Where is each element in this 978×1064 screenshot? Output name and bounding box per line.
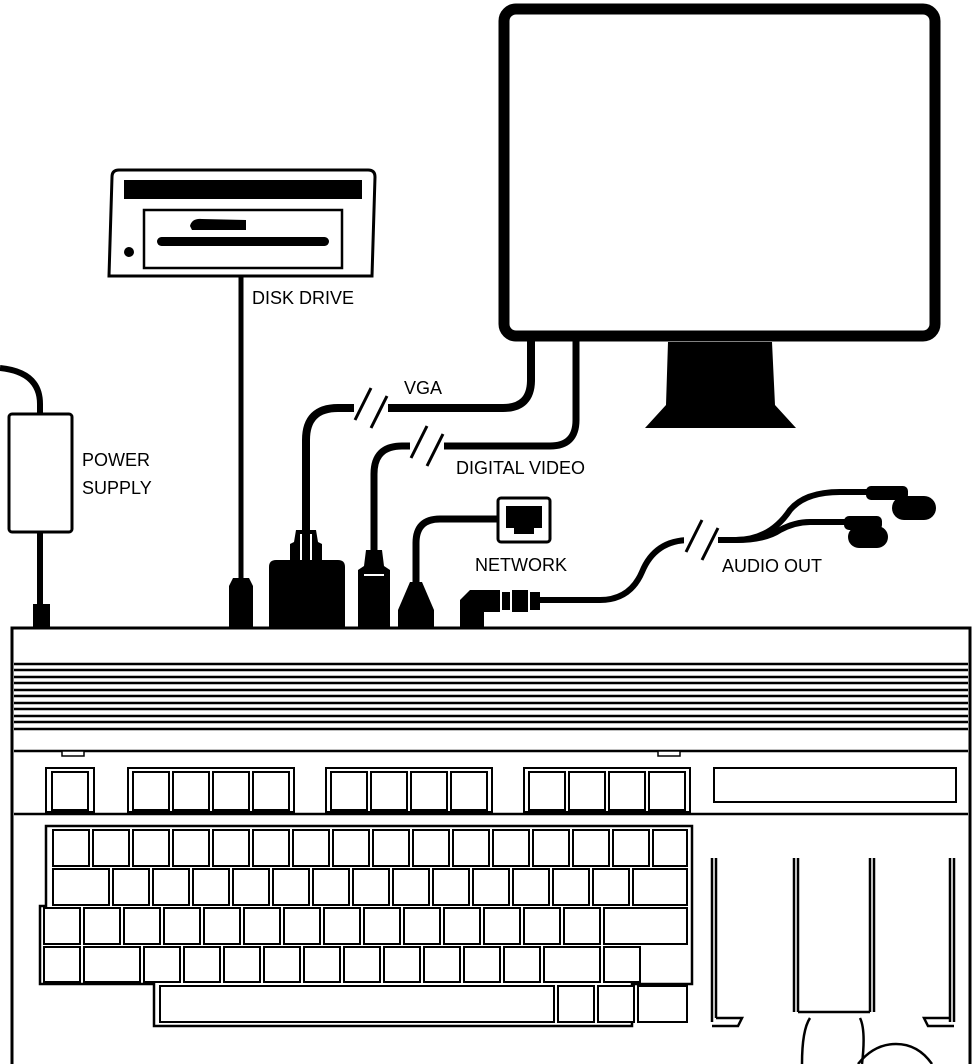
disk-drive-plug — [229, 578, 253, 628]
audio-out-label: AUDIO OUT — [722, 556, 822, 576]
function-key-group — [128, 768, 294, 812]
card-slot — [714, 768, 956, 802]
network-label: NETWORK — [475, 555, 567, 575]
digital-video-label: DIGITAL VIDEO — [456, 458, 585, 478]
earbud-icon — [844, 516, 888, 548]
vga-cable: VGA — [269, 338, 531, 628]
earbud-icon — [866, 486, 936, 520]
power-supply-brick — [9, 414, 72, 532]
key-row — [53, 830, 687, 866]
monitor-stand — [645, 342, 796, 428]
power-supply-label-line2: SUPPLY — [82, 478, 152, 498]
monitor-screen — [504, 9, 935, 336]
audio-plug — [460, 590, 500, 628]
digital-video-cable: DIGITAL VIDEO — [358, 338, 585, 628]
key-row — [44, 908, 687, 944]
network-plug — [398, 582, 434, 628]
power-plug — [33, 604, 50, 628]
vga-label: VGA — [404, 378, 442, 398]
disk-drive-label: DISK DRIVE — [252, 288, 354, 308]
function-key-group — [326, 768, 492, 812]
disk-drive-led-icon — [124, 247, 134, 257]
function-key-group — [46, 768, 94, 812]
key-row — [160, 986, 687, 1022]
power-supply-label-line1: POWER — [82, 450, 150, 470]
monitor — [504, 9, 935, 428]
power-supply: POWER SUPPLY — [0, 368, 152, 628]
vga-connector — [269, 560, 345, 628]
function-key-group — [524, 768, 690, 812]
space-bar — [160, 986, 554, 1022]
computer-keyboard — [12, 628, 970, 1064]
